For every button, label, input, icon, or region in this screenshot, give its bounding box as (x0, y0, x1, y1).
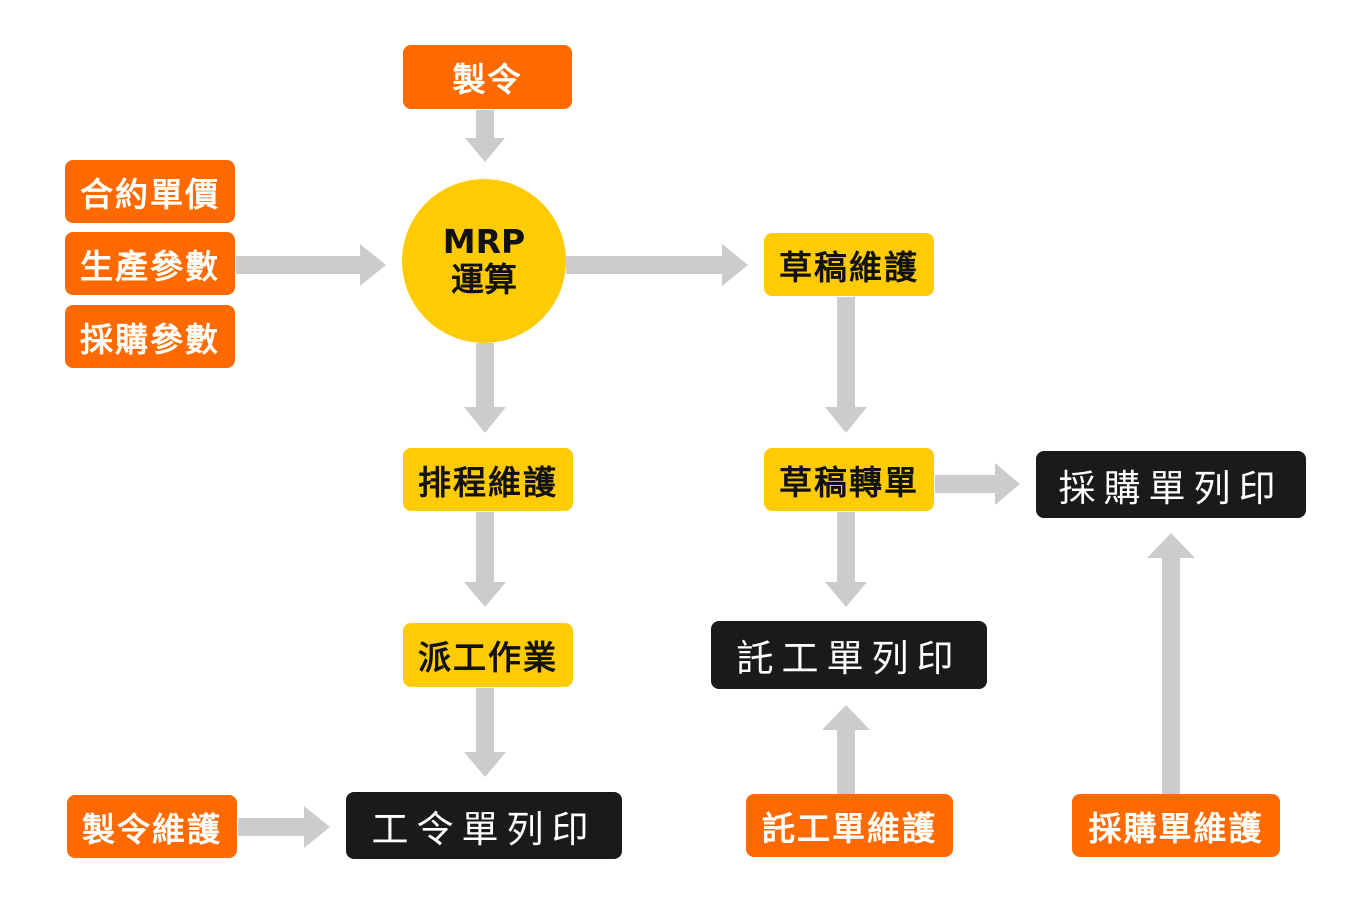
node-dispatch-work-label: 派工作業 (418, 638, 558, 677)
node-mrp-label-line1: MRP (442, 222, 526, 261)
node-outsource-order-print-label: 託工單列印 (736, 637, 962, 680)
arrow-work-order-maintenance-to-job-print (238, 806, 330, 848)
node-purchase-params-label: 採購參數 (80, 319, 220, 359)
node-draft-maintenance-label: 草稿維護 (779, 247, 919, 287)
node-outsource-order-maintenance: 託工單維護 (746, 794, 953, 857)
node-purchase-order-maintenance-label: 採購單維護 (1088, 808, 1264, 848)
node-job-order-print-label: 工令單列印 (371, 807, 597, 851)
node-draft-maintenance: 草稿維護 (764, 233, 934, 296)
arrow-draft-maintenance-to-conversion (825, 297, 867, 433)
arrow-work-order-to-mrp (465, 110, 505, 162)
node-schedule-maintenance-label: 排程維護 (418, 462, 558, 502)
arrow-conversion-to-outsource-print (825, 512, 867, 607)
node-work-order-maintenance-label: 製令維護 (82, 809, 222, 849)
arrow-schedule-to-dispatch (464, 512, 506, 607)
arrow-conversion-to-purchase-print (935, 463, 1020, 505)
node-dispatch-work: 派工作業 (403, 623, 573, 687)
arrow-mrp-to-schedule (464, 343, 506, 433)
arrow-outsource-maintenance-to-print (822, 705, 870, 794)
node-schedule-maintenance: 排程維護 (403, 448, 573, 511)
node-production-params-label: 生產參數 (80, 246, 220, 286)
node-mrp-label-line2: 運算 (451, 260, 517, 299)
arrow-purchase-maintenance-to-print (1147, 533, 1195, 794)
arrow-dispatch-to-job-print (464, 688, 506, 777)
arrow-params-to-mrp (236, 244, 386, 286)
node-work-order: 製令 (403, 45, 572, 109)
node-work-order-label: 製令 (452, 60, 523, 99)
node-contract-price-label: 合約單價 (80, 174, 220, 214)
arrow-mrp-to-draft-maintenance (566, 244, 748, 286)
node-contract-price: 合約單價 (65, 160, 235, 223)
node-purchase-order-print-label: 採購單列印 (1058, 466, 1284, 510)
node-outsource-order-maintenance-label: 託工單維護 (762, 808, 937, 848)
node-production-params: 生產參數 (65, 232, 235, 295)
node-purchase-order-print: 採購單列印 (1036, 451, 1306, 518)
node-draft-conversion: 草稿轉單 (764, 448, 934, 511)
node-outsource-order-print: 託工單列印 (711, 621, 987, 689)
node-purchase-order-maintenance: 採購單維護 (1072, 794, 1280, 857)
node-job-order-print: 工令單列印 (346, 792, 622, 859)
node-work-order-maintenance: 製令維護 (67, 795, 237, 858)
node-draft-conversion-label: 草稿轉單 (779, 462, 919, 502)
node-mrp-calculation: MRP 運算 (402, 179, 566, 343)
node-purchase-params: 採購參數 (65, 305, 235, 368)
